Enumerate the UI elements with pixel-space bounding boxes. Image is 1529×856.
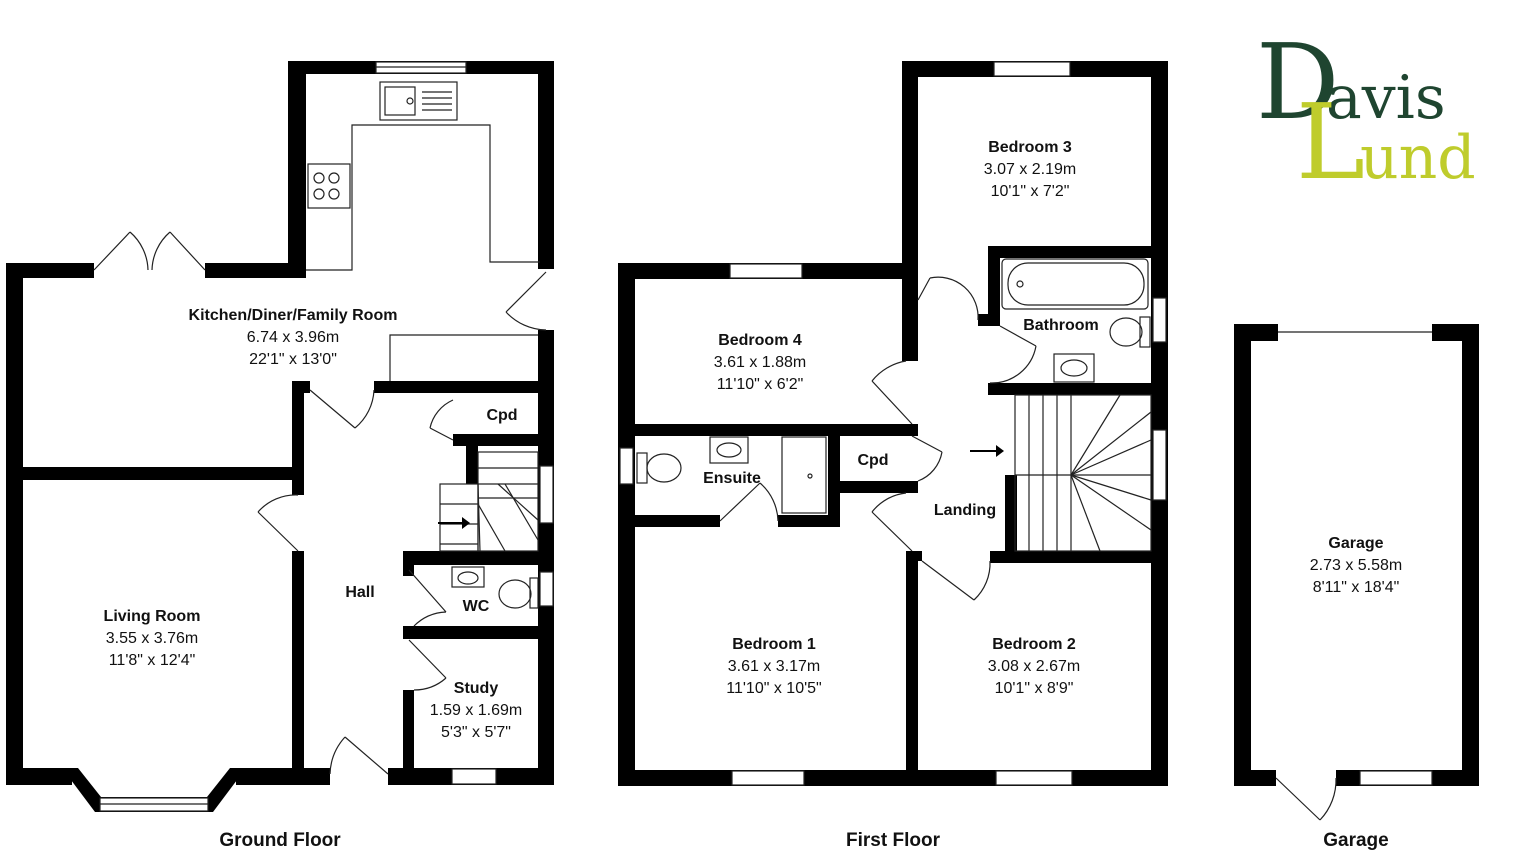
bedroom3-metric: 3.07 x 2.19m: [984, 161, 1077, 178]
bedroom2-metric: 3.08 x 2.67m: [988, 658, 1081, 675]
first-floor-label: First Floor: [846, 830, 941, 851]
study-name: Study: [454, 680, 499, 697]
bedroom2-imperial: 10'1" x 8'9": [995, 680, 1074, 697]
bedroom2-name: Bedroom 2: [992, 636, 1076, 653]
bedroom1-name: Bedroom 1: [732, 636, 816, 653]
study-imperial: 5'3" x 5'7": [441, 724, 511, 741]
svg-text:avis: avis: [1326, 63, 1446, 133]
bedroom1-metric: 3.61 x 3.17m: [728, 658, 821, 675]
study-metric: 1.59 x 1.69m: [430, 702, 523, 719]
landing-name: Landing: [934, 502, 996, 519]
living-imperial: 11'8" x 12'4": [109, 652, 196, 669]
living-metric: 3.55 x 3.76m: [106, 630, 199, 647]
ensuite-name: Ensuite: [703, 470, 761, 487]
kitchen-metric: 6.74 x 3.96m: [247, 329, 340, 346]
cpd-first-name: Cpd: [857, 452, 888, 469]
bathroom-name: Bathroom: [1023, 317, 1099, 334]
garage-imperial: 8'11" x 18'4": [1313, 579, 1400, 596]
bedroom4-imperial: 11'10" x 6'2": [717, 376, 804, 393]
garage-name: Garage: [1328, 535, 1383, 552]
bedroom1-imperial: 11'10" x 10'5": [726, 680, 821, 697]
kitchen-name: Kitchen/Diner/Family Room: [189, 307, 398, 324]
living-name: Living Room: [104, 608, 201, 625]
garage-plan: [1234, 324, 1479, 821]
bedroom3-name: Bedroom 3: [988, 139, 1072, 156]
garage-label: Garage: [1323, 830, 1388, 851]
svg-text:und: und: [1360, 123, 1476, 193]
bedroom4-name: Bedroom 4: [718, 332, 802, 349]
davis-lund-logo: D avis L und: [1256, 21, 1476, 203]
bedroom3-imperial: 10'1" x 7'2": [991, 183, 1070, 200]
first-floor-plan: [618, 61, 1168, 786]
svg-text:L: L: [1296, 81, 1365, 203]
wc-name: WC: [463, 598, 490, 615]
ground-floor-label: Ground Floor: [219, 830, 341, 851]
hall-name: Hall: [345, 584, 374, 601]
kitchen-imperial: 22'1" x 13'0": [249, 351, 337, 368]
garage-metric: 2.73 x 5.58m: [1310, 557, 1403, 574]
bedroom4-metric: 3.61 x 1.88m: [714, 354, 807, 371]
cpd-ground-name: Cpd: [486, 407, 517, 424]
svg-text:D: D: [1256, 21, 1339, 143]
ground-floor-plan: [6, 61, 554, 812]
